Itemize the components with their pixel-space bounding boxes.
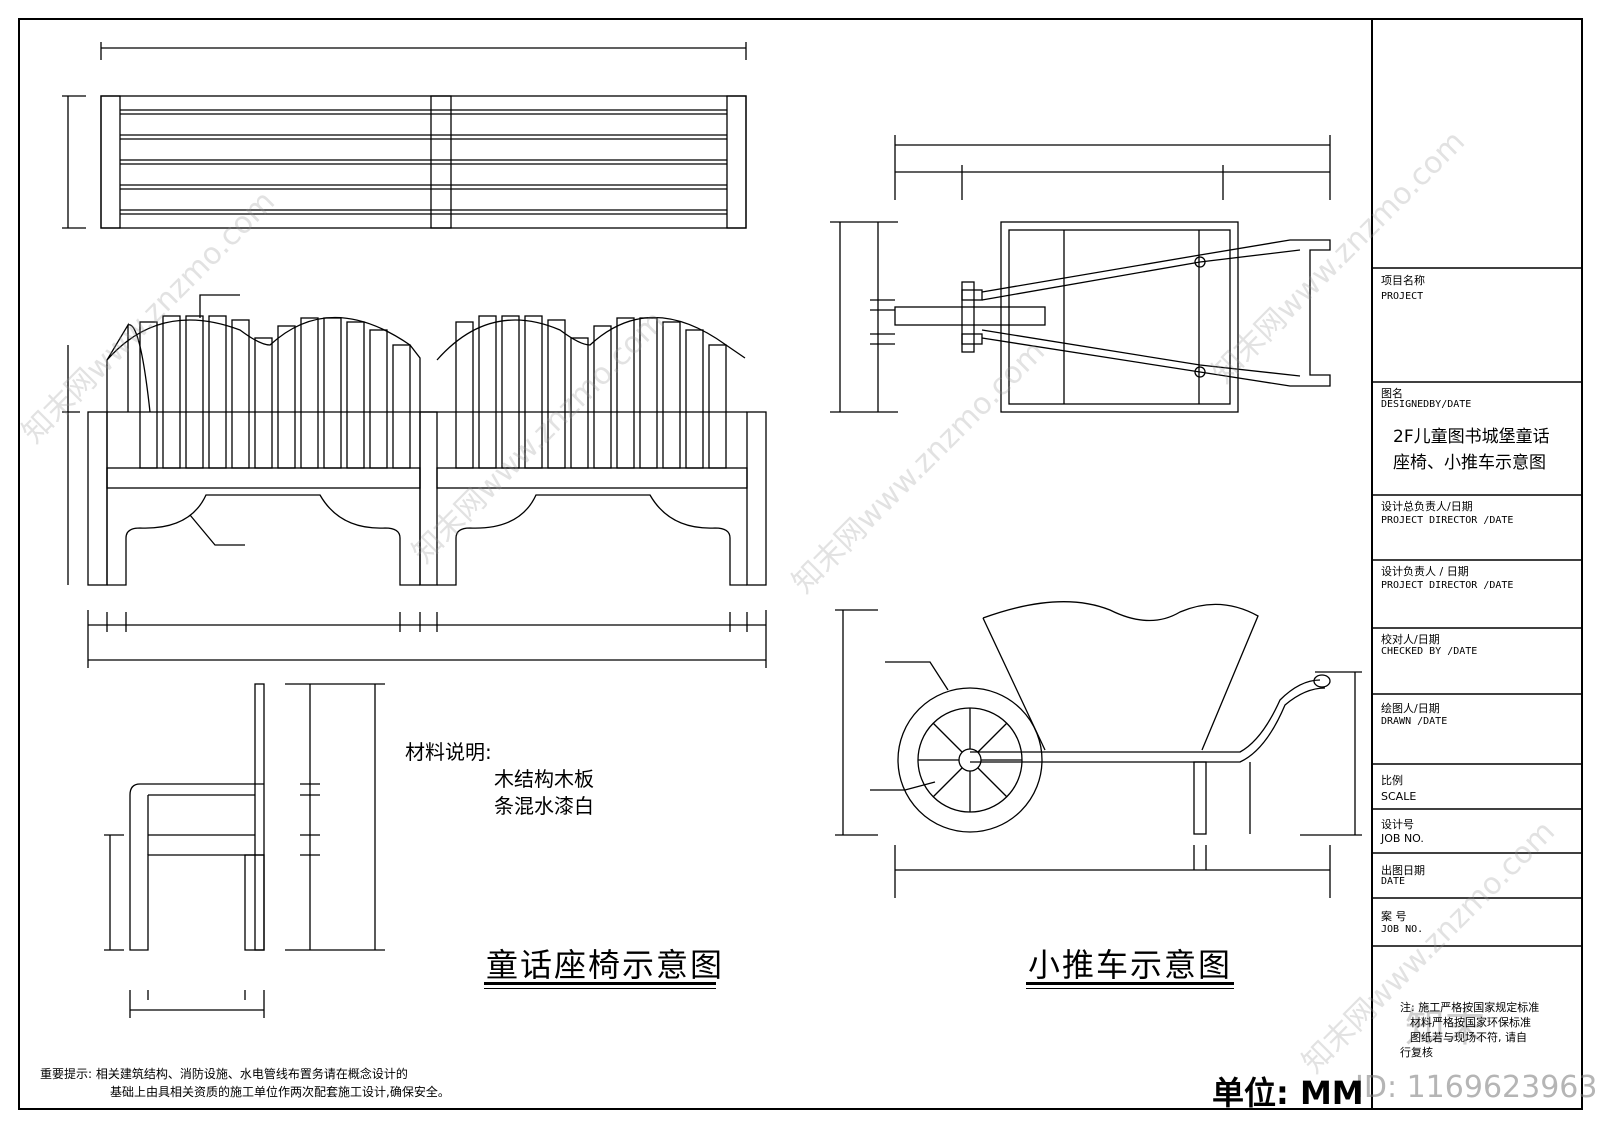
notice-line-2: 基础上由具相关资质的施工单位作两次配套施工设计,确保安全。	[110, 1085, 450, 1099]
bench-caption-underline	[484, 982, 716, 989]
bench-caption: 童话座椅示意图	[486, 946, 725, 984]
drawn-sub: DRAWN /DATE	[1381, 716, 1448, 727]
date-label: 出图日期	[1381, 864, 1425, 877]
drawn-label: 绘图人/日期	[1381, 702, 1440, 715]
director-label: 设计总负责人/日期	[1381, 500, 1473, 513]
materials-title: 材料说明:	[405, 740, 492, 764]
job-sub: JOB NO.	[1381, 832, 1424, 845]
cart-caption: 小推车示意图	[1028, 946, 1233, 984]
unit-label: 单位: MM	[1212, 1074, 1364, 1112]
case-sub: JOB NO.	[1381, 924, 1424, 935]
drawing-sub: DESIGNEDBY/DATE	[1381, 399, 1472, 410]
cart-top-view	[830, 135, 1331, 413]
cart-side-view	[835, 601, 1362, 898]
date-sub: DATE	[1381, 876, 1406, 887]
bench-top-view	[62, 42, 747, 229]
case-label: 案 号	[1381, 910, 1407, 923]
scale-sub: SCALE	[1381, 790, 1417, 803]
designer-sub: PROJECT DIRECTOR /DATE	[1381, 580, 1514, 591]
drawing-border	[18, 18, 1583, 1110]
checker-sub: CHECKED BY /DATE	[1381, 646, 1478, 657]
note-line-2: 材料严格按国家环保标准	[1410, 1016, 1531, 1029]
cart-caption-underline	[1026, 982, 1234, 989]
drawing-label: 图名	[1381, 387, 1403, 400]
bench-front-view	[62, 294, 767, 668]
drawing-title-1: 2F儿童图书城堡童话	[1393, 427, 1550, 447]
note-line-3: 图纸若与现场不符, 请自	[1410, 1031, 1527, 1044]
title-block-grid	[1372, 267, 1582, 947]
logo-watermark: 知末	[1405, 1005, 1485, 1051]
project-sub: PROJECT	[1381, 291, 1424, 302]
director-sub: PROJECT DIRECTOR /DATE	[1381, 515, 1514, 526]
checker-label: 校对人/日期	[1381, 633, 1440, 646]
project-label: 项目名称	[1381, 274, 1425, 287]
drawing-title-2: 座椅、小推车示意图	[1393, 453, 1546, 473]
designer-label: 设计负责人 / 日期	[1381, 565, 1469, 578]
id-watermark: ID: 1169623963	[1355, 1070, 1598, 1105]
materials-line-2: 条混水漆白	[494, 794, 594, 818]
note-line-4: 行复核	[1400, 1046, 1433, 1059]
scale-label: 比例	[1381, 774, 1403, 787]
bench-side-view	[104, 683, 385, 1018]
note-line-1: 注: 施工严格按国家规定标准	[1400, 1001, 1540, 1014]
job-label: 设计号	[1381, 818, 1414, 831]
materials-line-1: 木结构木板	[494, 767, 594, 791]
notice-line-1: 重要提示: 相关建筑结构、消防设施、水电管线布置务请在概念设计的	[40, 1067, 408, 1081]
